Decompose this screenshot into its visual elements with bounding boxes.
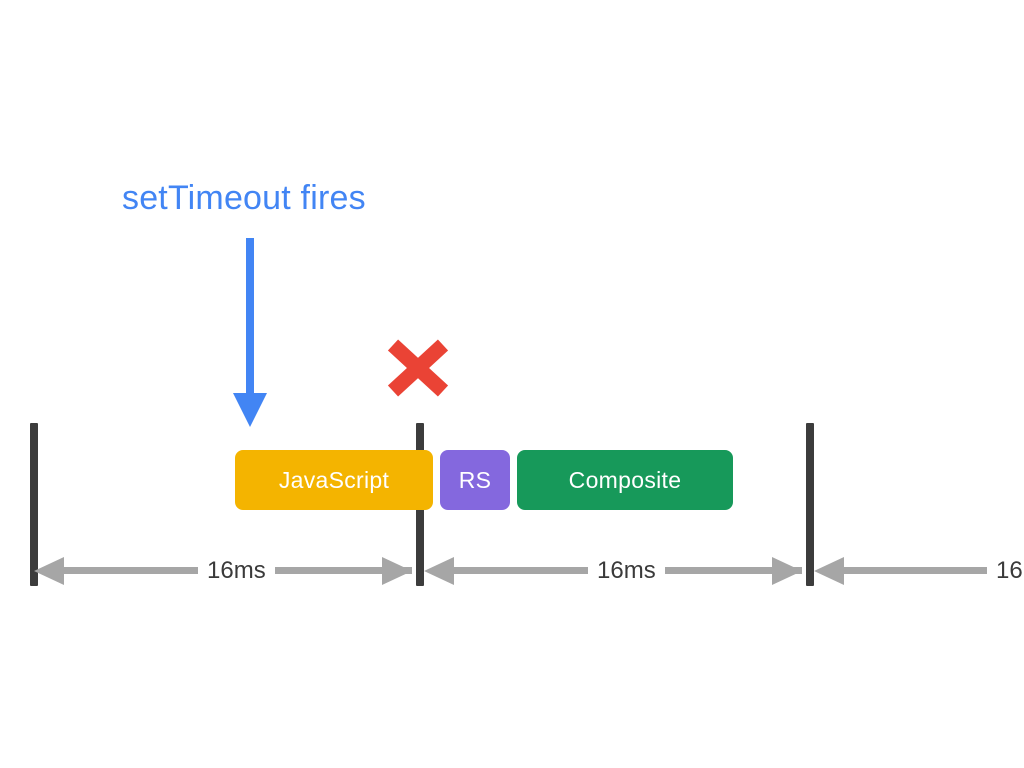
task-bar-javascript[interactable]: JavaScript <box>235 450 433 510</box>
task-bar-rs[interactable]: RS <box>440 450 510 510</box>
measurement-label-3: 16 <box>987 556 1024 586</box>
frame-boundary-tick-1 <box>30 423 38 586</box>
down-arrow-glyph <box>233 238 267 427</box>
red-x-glyph <box>387 339 449 397</box>
task-bar-javascript-label: JavaScript <box>278 466 390 493</box>
task-bar-composite[interactable]: Composite <box>517 450 733 510</box>
annotation-label-settimeout-fires: setTimeout fires <box>122 179 366 217</box>
task-bar-rs-label: RS <box>458 466 492 493</box>
task-bar-composite-label: Composite <box>568 466 682 493</box>
down-arrow-icon <box>228 238 272 428</box>
measurement-arrow-3 <box>814 553 1024 589</box>
double-arrow-icon-3 <box>814 557 992 585</box>
measurement-label-1: 16ms <box>198 556 275 586</box>
frame-boundary-tick-3 <box>806 423 814 586</box>
measurement-label-2: 16ms <box>588 556 665 586</box>
red-x-icon <box>384 338 452 398</box>
